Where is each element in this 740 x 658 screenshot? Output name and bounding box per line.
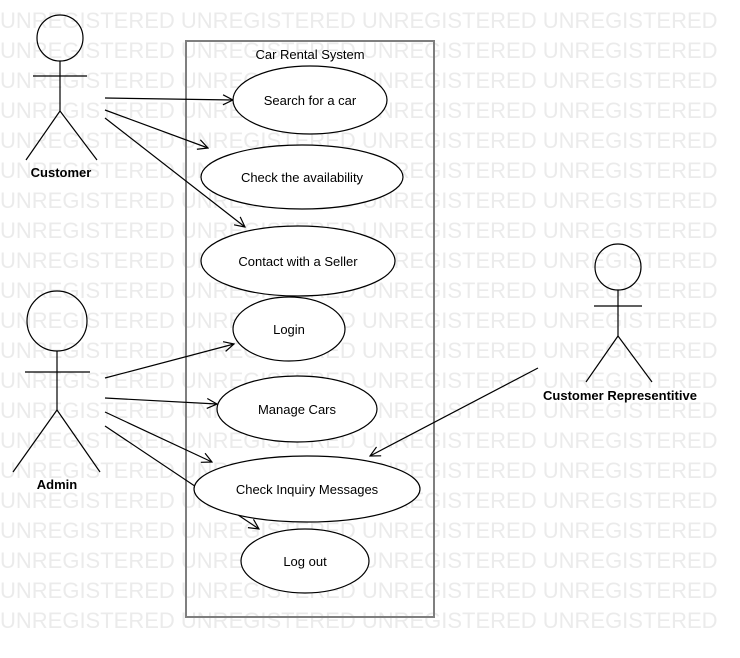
actor-representative-label: Customer Representitive [543,388,697,403]
use-case-logout[interactable]: Log out [240,528,370,594]
watermark-text: UNREGISTERED UNREGISTERED UNREGISTERED U… [0,608,718,633]
association-admin-manage [104,397,217,404]
actor-admin-right-leg [56,409,101,473]
use-case-inquiry-label: Check Inquiry Messages [236,482,379,497]
use-case-search-shape [232,65,388,135]
actor-customer-label: Customer [31,165,92,180]
watermark-text: UNREGISTERED UNREGISTERED UNREGISTERED U… [0,338,718,363]
actor-representative-left-leg [585,335,619,383]
association-admin-inquiry [104,411,212,462]
use-case-inquiry-shape [193,455,421,523]
watermark-text: UNREGISTERED UNREGISTERED UNREGISTERED U… [0,128,718,153]
watermark-text: UNREGISTERED UNREGISTERED UNREGISTERED U… [0,518,718,543]
use-case-inquiry[interactable]: Check Inquiry Messages [193,455,421,523]
use-case-contact[interactable]: Contact with a Seller [200,225,396,297]
association-customer-availability [104,109,208,148]
watermark-text: UNREGISTERED UNREGISTERED UNREGISTERED U… [0,578,718,603]
use-case-manage-shape [216,375,378,443]
actor-customer-left-leg [25,110,61,161]
actor-representative-right-leg [617,335,653,383]
actor-representative[interactable]: Customer Representitive [543,243,697,403]
watermark-text: UNREGISTERED UNREGISTERED UNREGISTERED U… [0,38,718,63]
use-case-login[interactable]: Login [232,296,346,362]
watermark-text: UNREGISTERED UNREGISTERED UNREGISTERED U… [0,428,718,453]
use-case-login-shape [232,296,346,362]
use-case-availability[interactable]: Check the availability [200,144,404,210]
use-case-contact-label: Contact with a Seller [238,254,358,269]
actor-admin-left-leg [12,409,58,473]
watermark-text: UNREGISTERED UNREGISTERED UNREGISTERED U… [0,308,718,333]
use-case-availability-label: Check the availability [241,170,364,185]
actor-customer-right-leg [59,110,98,161]
use-case-search[interactable]: Search for a car [232,65,388,135]
use-case-logout-shape [240,528,370,594]
use-case-manage[interactable]: Manage Cars [216,375,378,443]
association-customer-search [104,98,233,100]
actor-customer[interactable]: Customer [25,14,98,180]
association-representative-inquiry [370,367,539,456]
use-case-login-label: Login [273,322,305,337]
system-title: Car Rental System [255,47,364,62]
actor-admin-label: Admin [37,477,78,492]
use-case-contact-shape [200,225,396,297]
actor-admin[interactable]: Admin [12,290,101,492]
association-customer-contact [104,117,245,227]
system-boundary [185,40,435,618]
watermark-text: UNREGISTERED UNREGISTERED UNREGISTERED U… [0,8,718,33]
use-case-availability-shape [200,144,404,210]
use-case-logout-label: Log out [283,554,327,569]
use-case-search-label: Search for a car [264,93,357,108]
association-admin-login [104,344,234,379]
use-case-manage-label: Manage Cars [258,402,337,417]
